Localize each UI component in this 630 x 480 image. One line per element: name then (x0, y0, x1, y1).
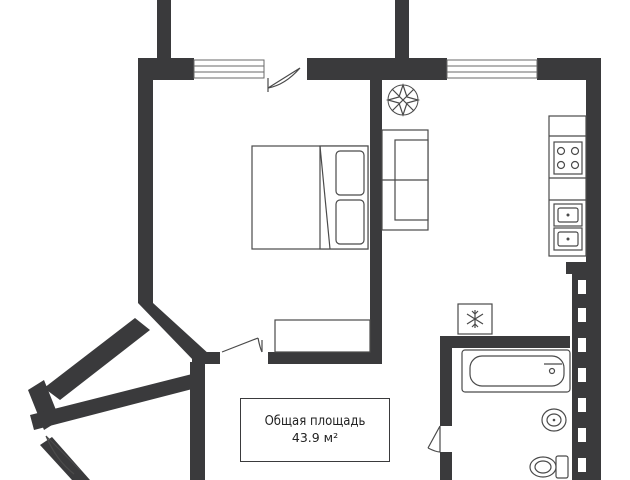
stove-icon (553, 141, 583, 175)
total-area-label: Общая площадь (264, 414, 366, 429)
total-area-box: Общая площадь 43.9 м² (240, 398, 390, 462)
total-area-value: 43.9 м² (291, 430, 339, 445)
bathroom-sink-icon (541, 408, 567, 432)
fridge-icon (457, 303, 493, 335)
window-bedroom (193, 59, 265, 79)
interior-walls (190, 80, 586, 480)
toilet-icon (529, 455, 569, 479)
exterior-walls (28, 0, 601, 480)
sofa (381, 129, 429, 231)
bedroom-wardrobe (274, 319, 371, 353)
sink-icon (553, 203, 583, 251)
double-bed (251, 145, 369, 250)
balcony-door (267, 67, 301, 92)
bathroom-door (427, 425, 441, 453)
column-notches (578, 280, 586, 472)
entrance-door (45, 435, 81, 475)
window-kitchen (446, 59, 538, 79)
plant-icon (385, 83, 421, 117)
bathtub (461, 349, 571, 393)
bedroom-door (221, 337, 263, 353)
